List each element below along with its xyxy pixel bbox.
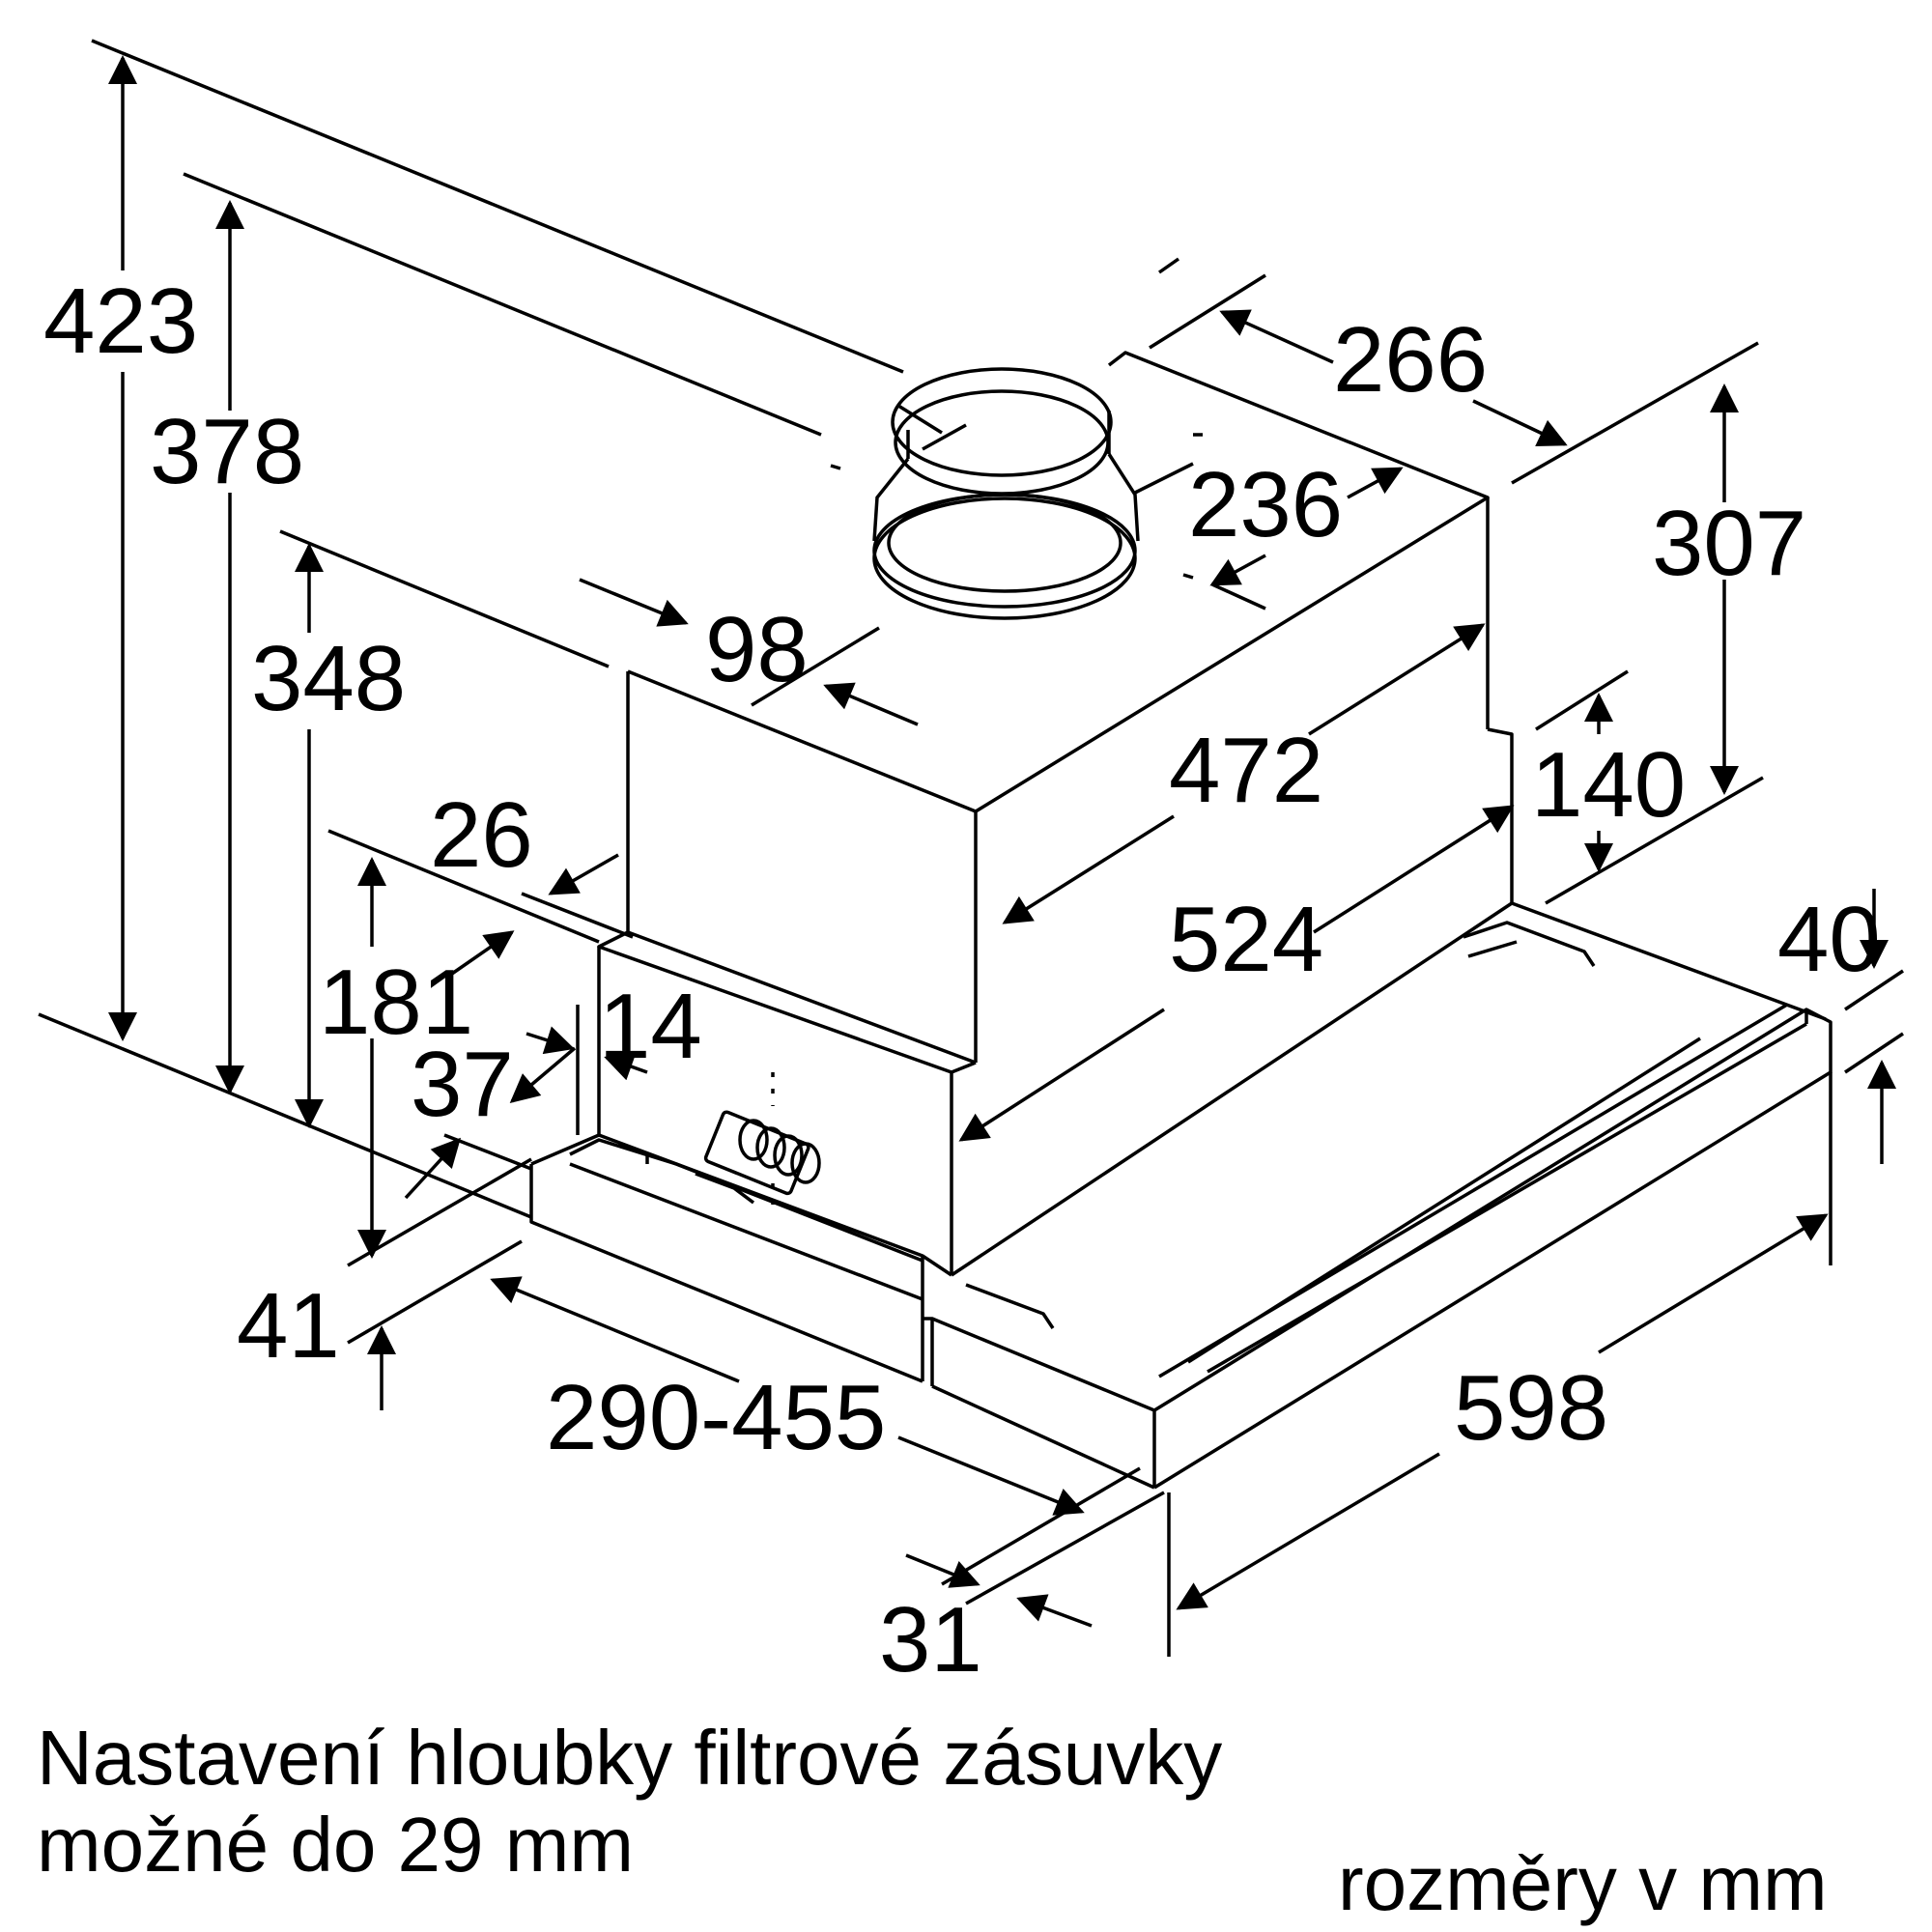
dim-472-label: 472 <box>1169 719 1323 822</box>
dim-41-label: 41 <box>237 1274 340 1378</box>
dim-598-label: 598 <box>1454 1356 1608 1460</box>
dim-40-label: 40 <box>1777 888 1881 991</box>
dim-140-label: 140 <box>1531 733 1686 837</box>
dim-37-label: 37 <box>411 1033 514 1136</box>
dimension-lines <box>38 39 1904 1657</box>
units-note: rozměry v mm <box>1338 1840 1828 1926</box>
dim-423-label: 423 <box>43 270 198 373</box>
dim-181-label: 181 <box>319 951 473 1054</box>
adjustment-note-line1: Nastavení hloubky filtrové zásuvky <box>37 1715 1223 1801</box>
dim-31-label: 31 <box>879 1588 982 1691</box>
dim-26-label: 26 <box>430 783 533 887</box>
dim-378-label: 378 <box>150 400 304 503</box>
hood-body <box>529 351 1833 1490</box>
adjustment-note-line2: možné do 29 mm <box>37 1802 635 1888</box>
dim-236-label: 236 <box>1188 453 1343 556</box>
dim-98-label: 98 <box>705 598 809 701</box>
dim-266-label: 266 <box>1333 308 1488 412</box>
dim-524-label: 524 <box>1169 888 1323 991</box>
dim-14-label: 14 <box>599 975 702 1078</box>
dim-290-455-label: 290-455 <box>546 1366 886 1469</box>
dimension-labels: 423 378 348 181 41 37 14 26 98 236 266 3… <box>43 270 1881 1691</box>
duct-collar <box>872 367 1140 620</box>
dim-307-label: 307 <box>1652 492 1806 595</box>
dim-348-label: 348 <box>251 627 406 730</box>
filter-drawer-adjustment-note: Nastavení hloubky filtrové zásuvky možné… <box>37 1715 1222 1889</box>
